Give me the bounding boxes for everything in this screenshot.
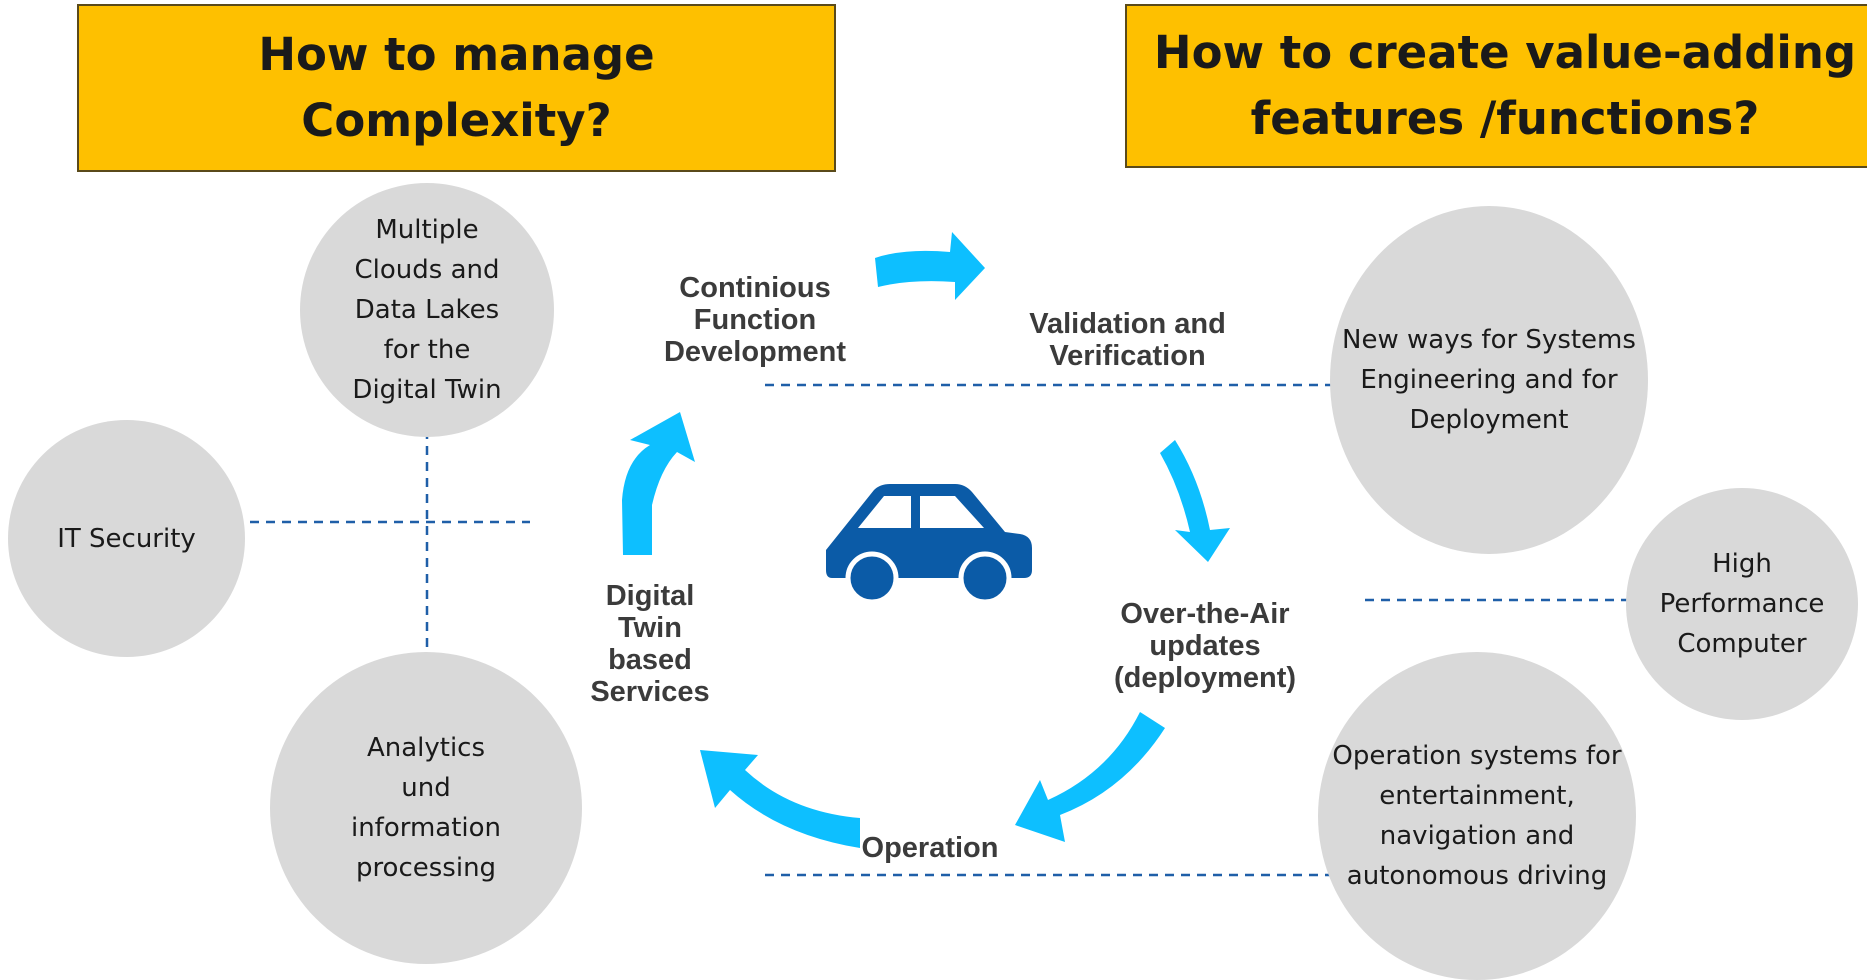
step-validation-verification: Validation and Verification bbox=[1029, 308, 1226, 372]
circle-systems-engineering: New ways for Systems Engineering and for… bbox=[1330, 206, 1648, 554]
arrow-to-digital-twin bbox=[700, 750, 860, 848]
header-value-adding: How to create value-adding features /fun… bbox=[1125, 4, 1867, 168]
circle-clouds-data-lakes: Multiple Clouds and Data Lakes for the D… bbox=[300, 183, 554, 437]
circle-it-security: IT Security bbox=[8, 420, 245, 657]
arrow-to-operation bbox=[1015, 712, 1165, 842]
step-function-development: Continious Function Development bbox=[663, 272, 847, 368]
header-manage-complexity: How to manage Complexity? bbox=[77, 4, 836, 172]
arrow-to-ota bbox=[1160, 440, 1230, 562]
step-digital-twin-services: Digital Twin based Services bbox=[590, 580, 710, 708]
circle-hpc: High Performance Computer bbox=[1626, 488, 1858, 720]
car-icon bbox=[826, 484, 1032, 605]
circle-operation-systems: Operation systems for entertainment, nav… bbox=[1318, 652, 1636, 980]
arrow-to-development bbox=[622, 412, 695, 555]
step-ota-updates: Over-the-Air updates (deployment) bbox=[1113, 598, 1297, 694]
circle-analytics: Analytics und information processing bbox=[270, 652, 582, 964]
step-operation: Operation bbox=[861, 832, 999, 864]
arrow-to-validation bbox=[875, 232, 985, 300]
